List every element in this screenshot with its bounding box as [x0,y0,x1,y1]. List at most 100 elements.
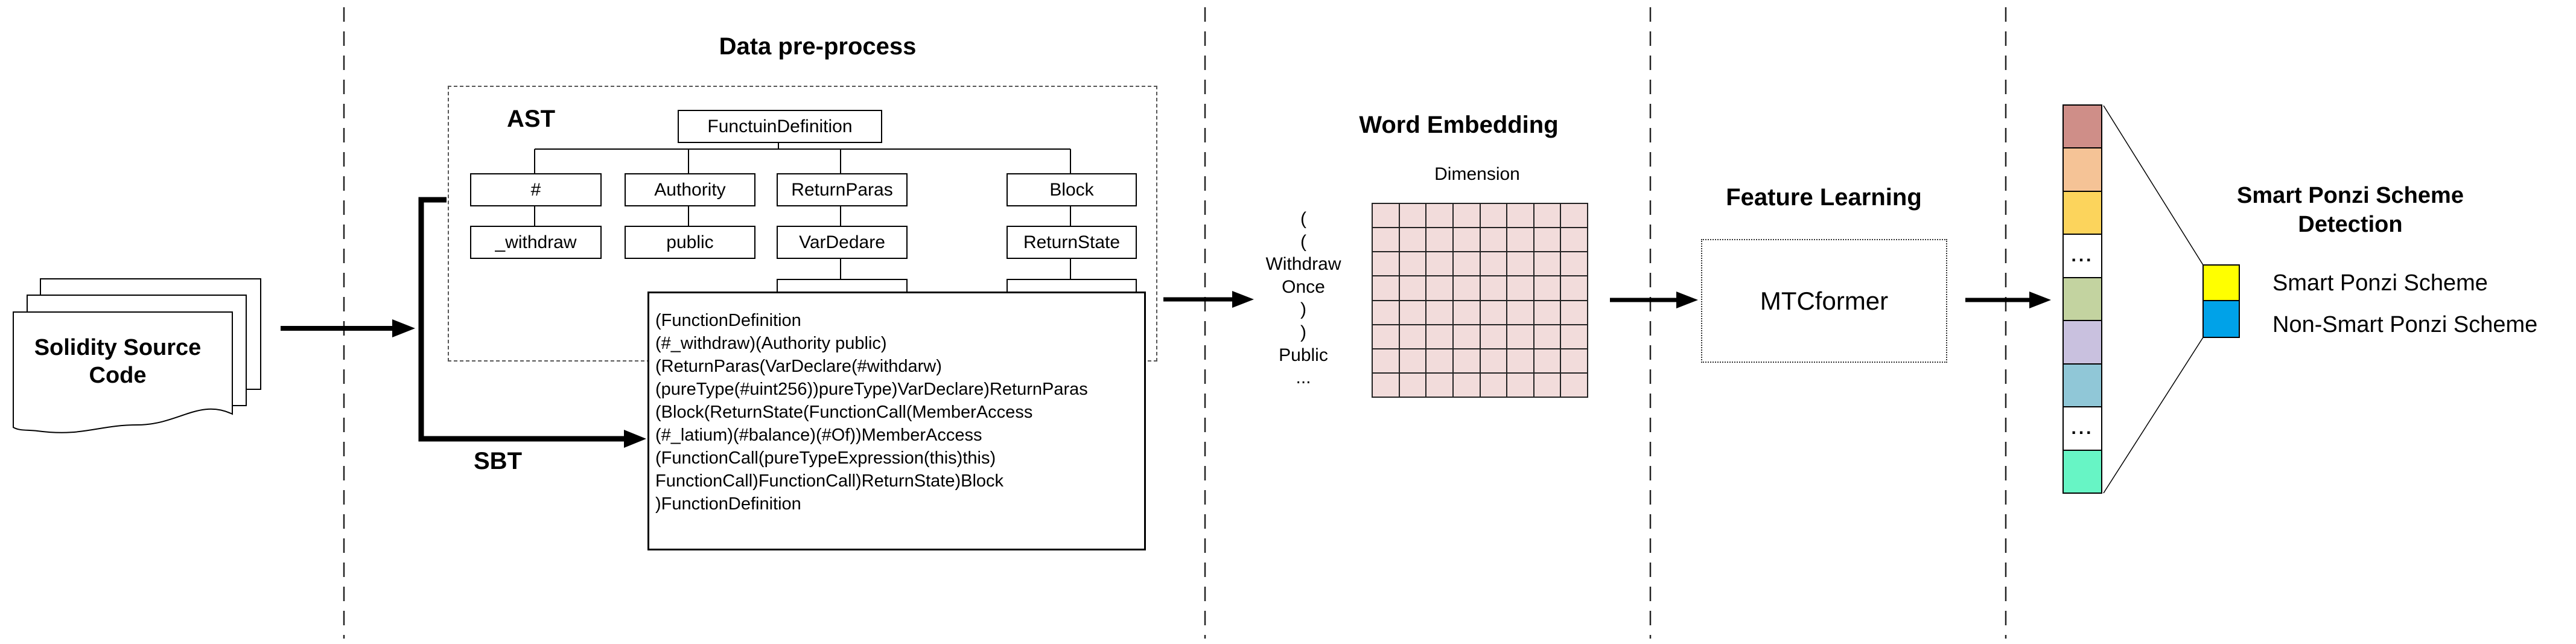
grid-cell [1452,203,1480,228]
grid-cell [1426,276,1453,301]
sbt-line: FunctionCall)FunctionCall)ReturnState)Bl… [655,471,1004,491]
grid-cell [1452,252,1480,276]
arrow-preprocess-to-embedding [1163,291,1254,308]
sbt-line: (ReturnParas(VarDeclare(#withdarw) [655,357,942,376]
source-code-label: Solidity Source Code [18,334,217,389]
class-label-non-smart-ponzi: Non-Smart Ponzi Scheme [2272,312,2538,337]
grid-cell [1399,203,1426,228]
feature-vector-column: ... ... [2062,104,2102,494]
sbt-label: SBT [474,448,522,474]
grid-cell [1426,203,1453,228]
sbt-line: (pureType(#uint256))pureType)VarDeclare)… [655,380,1088,399]
documents-stack-icon [13,278,261,433]
branch-bracket [418,197,646,448]
grid-cell [1372,252,1399,276]
grid-cell [1399,372,1426,397]
token-sequence: ( ( Withdraw Once ) ) Public ... [1255,208,1352,389]
grid-cell [1426,252,1453,276]
sbt-line: )FunctionDefinition [655,494,801,514]
grid-cell [1480,276,1507,301]
vector-cell [2063,277,2102,321]
grid-cell [1372,203,1399,228]
grid-cell [1480,228,1507,252]
token: Withdraw [1265,254,1341,275]
grid-cell [1399,228,1426,252]
vector-cell [2063,191,2102,235]
vector-cell-ellipsis: ... [2063,407,2102,450]
grid-cell [1480,372,1507,397]
grid-cell [1399,276,1426,301]
grid-cell [1426,228,1453,252]
grid-cell [1372,300,1399,325]
vector-cell [2063,363,2102,407]
sbt-line: (Block(ReturnState(FunctionCall(MemberAc… [655,403,1033,422]
grid-cell [1372,228,1399,252]
grid-cell [1372,276,1399,301]
grid-cell [1533,300,1561,325]
grid-cell [1507,276,1534,301]
grid-cell [1452,348,1480,373]
source-code-label-line1: Solidity Source [34,335,202,360]
grid-cell [1533,348,1561,373]
ast-node-public: public [625,226,755,259]
token: ( [1300,231,1306,252]
dimension-label: Dimension [1434,164,1520,184]
ellipsis-text: ... [2071,418,2094,438]
word-embedding-title: Word Embedding [1359,112,1559,138]
grid-cell [1426,324,1453,349]
arrow-embedding-to-feature [1610,292,1698,308]
grid-cell [1399,300,1426,325]
grid-cell [1560,372,1588,397]
grid-cell [1480,252,1507,276]
grid-cell [1399,324,1426,349]
grid-cell [1560,348,1588,373]
ast-node-vardedare: VarDedare [777,226,908,259]
grid-cell [1507,372,1534,397]
grid-cell [1399,252,1426,276]
grid-cell [1372,372,1399,397]
vector-cell [2063,148,2102,191]
arrow-source-to-preprocess [281,319,415,337]
grid-cell [1372,348,1399,373]
grid-cell [1426,300,1453,325]
class-swatch-non-smart-ponzi [2202,301,2240,338]
grid-cell [1480,203,1507,228]
source-code-label-line2: Code [89,363,147,388]
grid-cell [1533,276,1561,301]
grid-cell [1560,324,1588,349]
sbt-line: (FunctionCall(pureTypeExpression(this)th… [655,448,996,468]
sbt-line: (#_latium)(#balance)(#Of))MemberAccess [655,426,982,445]
grid-cell [1560,252,1588,276]
vector-cell [2063,320,2102,364]
ellipsis-text: ... [2071,246,2094,266]
grid-cell [1560,228,1588,252]
grid-cell [1560,276,1588,301]
ast-node-withdraw: _withdraw [470,226,602,259]
ast-node-returnparas: ReturnParas [777,173,908,206]
ast-node-returnstate: ReturnState [1007,226,1137,259]
detection-title-line2: Detection [2298,212,2403,237]
ast-node-authority: Authority [625,173,755,206]
mtcformer-box: MTCformer [1701,239,1947,363]
grid-cell [1452,228,1480,252]
grid-cell [1507,228,1534,252]
grid-cell [1480,324,1507,349]
grid-cell [1507,300,1534,325]
vector-cell-ellipsis: ... [2063,234,2102,278]
grid-cell [1533,228,1561,252]
token: ) [1300,322,1306,342]
sbt-text-box: (FunctionDefinition (#_withdraw)(Authori… [647,292,1146,550]
grid-cell [1507,348,1534,373]
grid-cell [1507,203,1534,228]
ast-tree-connectors [534,141,1071,279]
feature-learning-title: Feature Learning [1726,184,1922,211]
grid-cell [1399,348,1426,373]
grid-cell [1533,203,1561,228]
token: ( [1300,209,1306,229]
grid-cell [1507,324,1534,349]
grid-cell [1533,324,1561,349]
vector-to-class-lines [2103,105,2204,494]
grid-cell [1452,372,1480,397]
mtcformer-label: MTCformer [1760,286,1889,315]
